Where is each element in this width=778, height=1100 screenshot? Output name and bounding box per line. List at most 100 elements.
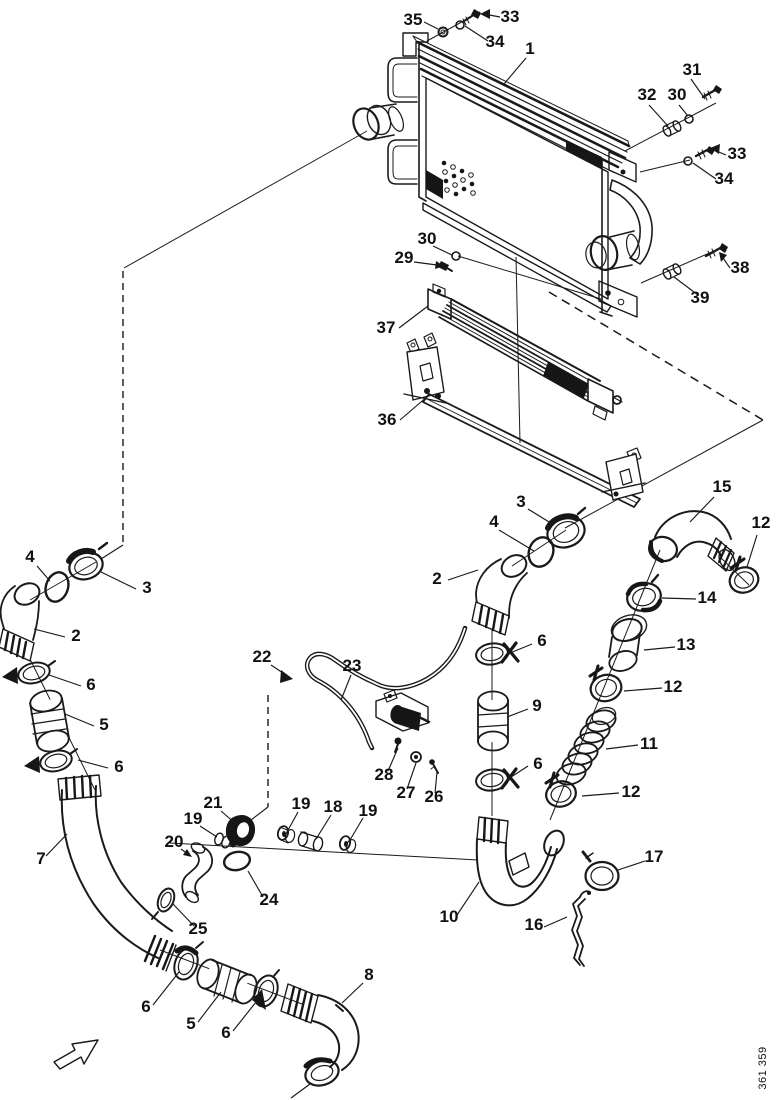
support-rod-16 [571, 890, 591, 967]
bottom-chain [53, 941, 360, 1099]
elbow-8 [280, 983, 360, 1099]
tube-13 [608, 614, 648, 672]
callout-5-bottom: 5 [186, 1014, 195, 1033]
elbow-2-center [471, 554, 528, 636]
sleeve-5-bottom [196, 958, 258, 1005]
leader-lines [33, 9, 758, 1032]
callout-12-r1: 12 [752, 513, 771, 532]
drawing-number: 361 359 [757, 1046, 769, 1089]
callout-16: 16 [525, 915, 544, 934]
clamp-12-r2 [588, 664, 623, 703]
clamp-6-bottom-1 [173, 941, 204, 981]
radiator-left-neck [352, 103, 404, 141]
callout-36: 36 [378, 410, 397, 429]
callout-6-left1: 6 [86, 675, 95, 694]
callout-31: 31 [683, 60, 702, 79]
clamp-12-r3 [544, 771, 577, 808]
callout-24: 24 [260, 890, 279, 909]
washer-30-lower [451, 251, 461, 261]
clip-22-arrow [280, 670, 293, 683]
callout-12-r3: 12 [622, 782, 641, 801]
sleeve-5-left [29, 689, 70, 753]
callout-30-lower: 30 [418, 229, 437, 248]
callout-11: 11 [640, 734, 658, 753]
fitting-parts [151, 814, 357, 920]
bolt-28 [394, 737, 402, 745]
clamp-25 [151, 887, 176, 920]
callout-2-center: 2 [432, 569, 441, 588]
washer-34-right [683, 156, 693, 166]
callout-15: 15 [713, 477, 732, 496]
callout-6-bottom1: 6 [141, 997, 150, 1016]
spacer-18 [297, 831, 324, 852]
nut-19-right [338, 835, 357, 853]
callout-38: 38 [731, 258, 750, 277]
spacer-39 [662, 263, 682, 280]
callout-17: 17 [645, 847, 664, 866]
callout-12-r2: 12 [664, 677, 683, 696]
elbow-15 [647, 510, 736, 572]
callout-4-left: 4 [25, 547, 35, 566]
callout-6-center2: 6 [533, 754, 542, 773]
callout-34-top: 34 [486, 32, 505, 51]
callout-10: 10 [440, 907, 459, 926]
vent-tube-drawing [280, 625, 468, 774]
clamp-6-bottom-2 [252, 969, 280, 1010]
callout-22: 22 [253, 647, 272, 666]
callout-32: 32 [638, 85, 657, 104]
callout-7: 7 [36, 849, 45, 868]
clamp-14 [625, 573, 663, 613]
screw-33-right [694, 146, 715, 160]
callout-6-center1: 6 [537, 631, 546, 650]
radiator-right-arm [609, 179, 653, 265]
callout-6-bottom2: 6 [221, 1023, 230, 1042]
callout-9: 9 [532, 696, 541, 715]
corrugated-hose-11 [555, 706, 617, 786]
callout-4-center: 4 [489, 512, 499, 531]
washer-34-top [455, 20, 465, 30]
callout-1: 1 [525, 39, 534, 58]
oring-24 [222, 850, 252, 872]
callout-2-left: 2 [71, 626, 80, 645]
callout-30-right: 30 [668, 85, 687, 104]
callout-35: 35 [404, 10, 423, 29]
callout-19-right: 19 [359, 801, 378, 820]
callout-33-top: 33 [501, 7, 520, 26]
callout-labels: 35 33 34 1 31 32 30 33 34 30 29 38 39 37… [25, 7, 770, 1042]
callout-3-center: 3 [516, 492, 525, 511]
screw-26 [429, 759, 439, 774]
callout-20: 20 [165, 832, 184, 851]
callout-28: 28 [375, 765, 394, 784]
valve-bracket [375, 689, 431, 732]
callout-27: 27 [397, 783, 416, 802]
grommet-27 [410, 751, 422, 763]
support-bracket-drawing [403, 332, 646, 508]
callout-14: 14 [698, 588, 717, 607]
callout-33-right: 33 [728, 144, 747, 163]
radiator-drawing [352, 32, 653, 318]
hose-7 [57, 774, 177, 972]
radiator-right-bracket [608, 151, 637, 183]
callout-8: 8 [364, 965, 373, 984]
callout-3-left: 3 [142, 578, 151, 597]
callout-18: 18 [324, 797, 343, 816]
oring-4-left [44, 571, 70, 603]
hose-20 [181, 842, 214, 904]
callout-34-right: 34 [715, 169, 734, 188]
screw-31 [701, 85, 722, 101]
callout-37: 37 [377, 318, 396, 337]
screw-38 [704, 243, 728, 259]
center-chain [471, 506, 620, 967]
callout-6-left2: 6 [114, 757, 123, 776]
left-chain [0, 541, 177, 972]
callout-5-left: 5 [99, 715, 108, 734]
clamp-6-center-2 [475, 767, 520, 792]
callout-21: 21 [204, 793, 223, 812]
clamp-3-left [66, 541, 109, 581]
radiator-left-bracket-lower [387, 139, 418, 185]
clamp-6-left-1 [2, 660, 56, 685]
clamp-6-left-2 [24, 748, 78, 773]
sleeve-9 [477, 690, 509, 752]
